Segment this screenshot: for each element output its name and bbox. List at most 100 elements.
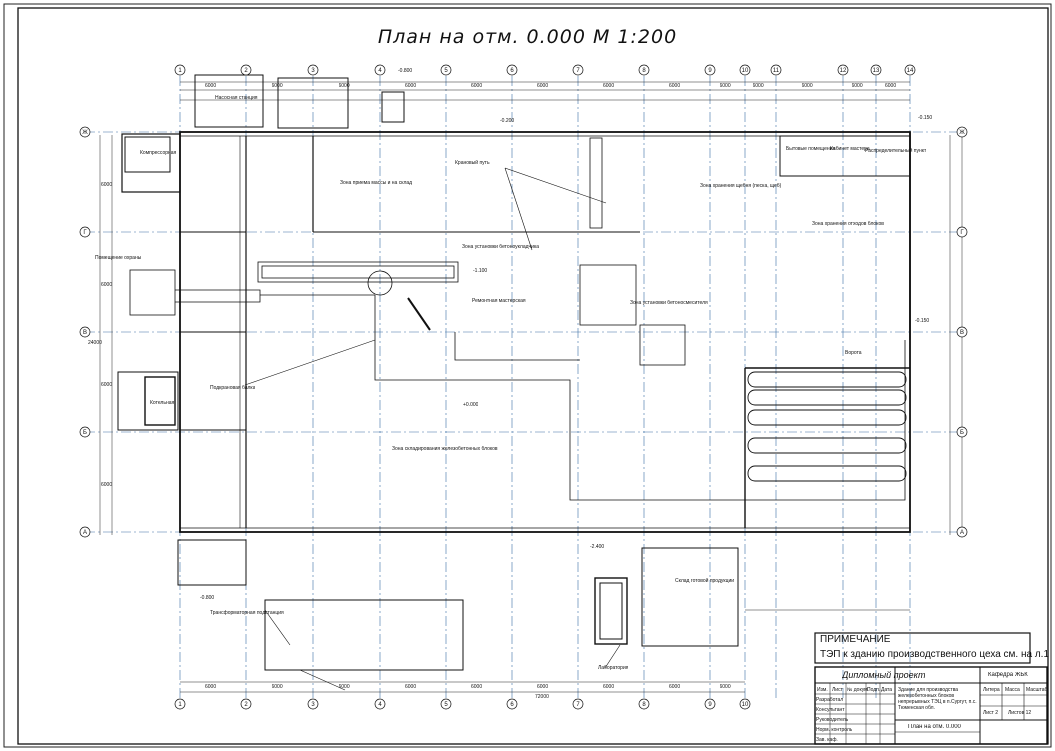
axis-marker-left: Ж — [79, 126, 91, 138]
dimension-bottom: 6000 — [537, 684, 549, 690]
dimension-left: 6000 — [101, 282, 113, 288]
dimension-top: 6000 — [471, 83, 483, 89]
axis-marker-bottom: 8 — [638, 698, 650, 710]
axis-marker-bottom: 7 — [572, 698, 584, 710]
dimension-bottom: 6000 — [338, 684, 350, 690]
zone-label-lab: Лаборатория — [598, 665, 629, 671]
zone-label-crane: Крановый путь — [455, 160, 490, 166]
overall-dimension: 72000 — [535, 694, 549, 700]
axis-marker-bottom: 6 — [506, 698, 518, 710]
zone-label-amenities: Бытовые помещения — [786, 146, 836, 152]
svg-text:8: 8 — [642, 702, 646, 708]
tb-project: Дипломный проект — [842, 670, 926, 680]
zone-label-boiler: Котельная — [150, 400, 175, 406]
tb-col-mass: Масса — [1005, 687, 1020, 693]
axis-marker-right: Г — [956, 226, 968, 238]
elevation-mark: -0.150 — [918, 115, 933, 121]
elevation-mark: -2.400 — [590, 544, 605, 550]
svg-text:2: 2 — [244, 702, 248, 708]
svg-text:1: 1 — [178, 68, 182, 74]
dimension-top: 6000 — [885, 83, 897, 89]
equipment — [129, 137, 906, 501]
dimension-left: 6000 — [101, 382, 113, 388]
svg-text:9: 9 — [708, 702, 712, 708]
elevation-mark: -0.800 — [398, 68, 413, 74]
svg-text:5: 5 — [444, 68, 448, 74]
tb-col-list: Лист — [832, 687, 843, 693]
svg-text:Ж: Ж — [959, 130, 965, 136]
elevation-mark: +0.000 — [463, 402, 479, 408]
dimension-bottom: 6000 — [603, 684, 615, 690]
svg-text:10: 10 — [742, 68, 749, 74]
left-total-dimension: 24000 — [88, 340, 102, 346]
svg-text:13: 13 — [873, 68, 880, 74]
tb-col-izm: Изм. — [817, 687, 828, 693]
zone-label-guard: Помещение охраны — [95, 255, 142, 261]
axis-marker-bottom: 9 — [704, 698, 716, 710]
zone-label-pump: Насосная станция — [215, 95, 258, 101]
axis-marker-bottom: 3 — [307, 698, 319, 710]
axis-marker-bottom: 10 — [739, 698, 751, 710]
svg-text:Б: Б — [960, 430, 964, 436]
svg-text:5: 5 — [444, 702, 448, 708]
axis-marker-left: А — [79, 526, 91, 538]
zone-label-mixer: Зона установки бетоносмесителя — [630, 300, 708, 306]
dimension-top: 6000 — [851, 83, 863, 89]
axis-marker-right: Ж — [956, 126, 968, 138]
svg-text:Г: Г — [83, 230, 87, 236]
dimension-bottom: 6000 — [719, 684, 731, 690]
zone-label-blocks: Зона складирования железобетонных блоков — [392, 446, 498, 452]
dimension-top: 6000 — [537, 83, 549, 89]
svg-text:1: 1 — [178, 702, 182, 708]
axis-marker-top: 5 — [440, 64, 452, 76]
annexes — [117, 74, 911, 671]
svg-text:3: 3 — [311, 702, 315, 708]
axis-marker-right: Б — [956, 426, 968, 438]
axis-marker-bottom: 4 — [374, 698, 386, 710]
dimension-top: 6000 — [405, 83, 417, 89]
tb-col-sign: Подп. — [867, 687, 881, 693]
axis-marker-top: 9 — [704, 64, 716, 76]
elevation-mark: -0.800 — [200, 595, 215, 601]
zone-label-workshop: Ремонтная мастерская — [472, 298, 526, 304]
axis-marker-bottom: 1 — [174, 698, 186, 710]
tb-sheet: Лист 2 — [983, 710, 999, 716]
svg-text:А: А — [960, 530, 964, 536]
dimension-bottom: 6000 — [205, 684, 217, 690]
dimension-top: 6000 — [338, 83, 350, 89]
svg-text:В: В — [960, 330, 964, 336]
axis-marker-top: 13 — [870, 64, 882, 76]
zone-label-finished: Склад готовой продукции — [675, 578, 735, 584]
zone-label-paver: Зона установки бетоноукладчика — [462, 244, 540, 250]
zone-label-gravel: Зона хранения щебня (песка, щеб) — [700, 183, 782, 189]
note-heading: ПРИМЕЧАНИЕ — [820, 634, 891, 645]
elevation-mark: -1.100 — [473, 268, 488, 274]
svg-text:11: 11 — [773, 68, 780, 74]
tb-row-normk: Норм. контроль — [816, 727, 853, 733]
svg-text:Б: Б — [83, 430, 87, 436]
svg-text:7: 7 — [576, 702, 580, 708]
axis-marker-bottom: 2 — [240, 698, 252, 710]
dimension-top: 6000 — [719, 83, 731, 89]
zone-label-beam: Подкрановая балка — [210, 385, 256, 391]
axis-marker-top: 11 — [770, 64, 782, 76]
tb-col-date: Дата — [881, 687, 893, 693]
tb-sheet-name: План на отм. 0.000 — [908, 724, 961, 730]
dimension-top: 6000 — [271, 83, 283, 89]
drawing-title: План на отм. 0.000 М 1:200 — [377, 26, 678, 48]
svg-text:8: 8 — [642, 68, 646, 74]
svg-text:6: 6 — [510, 68, 514, 74]
tb-col-doc: № докум. — [847, 687, 869, 693]
axis-marker-top: 7 — [572, 64, 584, 76]
dimension-top: 6000 — [801, 83, 813, 89]
axis-marker-top: 3 — [307, 64, 319, 76]
tb-row-ruk: Руководитель — [816, 717, 849, 723]
tb-col-scale: Масштаб — [1026, 687, 1048, 693]
zone-label-foreman: Кабинет мастера — [830, 146, 870, 152]
tb-row-zav: Зав. каф. — [816, 737, 838, 743]
svg-text:В: В — [83, 330, 87, 336]
dimension-left: 6000 — [101, 482, 113, 488]
axis-marker-top: 1 — [174, 64, 186, 76]
